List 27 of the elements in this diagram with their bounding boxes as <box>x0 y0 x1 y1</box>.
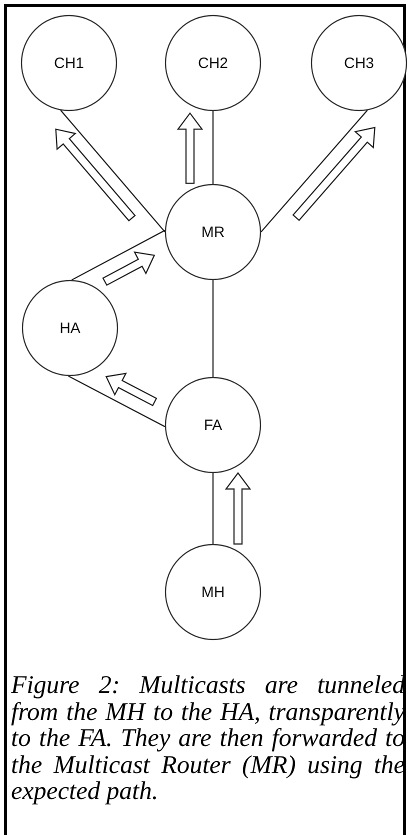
node-circle <box>165 15 261 111</box>
node-label: MH <box>201 584 225 600</box>
node-circle <box>165 544 261 640</box>
connector-line <box>212 280 214 377</box>
node-label: CH1 <box>54 54 84 72</box>
block-arrow <box>55 128 136 222</box>
node-label: MR <box>201 224 225 240</box>
block-arrow <box>176 112 204 184</box>
node-circle <box>22 280 118 376</box>
node-circle <box>165 377 261 473</box>
connector-line <box>212 111 214 184</box>
node-circle <box>165 184 261 280</box>
connector-line <box>68 375 166 428</box>
connector-line <box>71 230 166 281</box>
connector-line <box>212 473 214 544</box>
block-arrow <box>102 251 156 286</box>
connector-line <box>260 110 368 232</box>
node-label: CH2 <box>198 54 228 72</box>
block-arrow <box>105 372 158 406</box>
node-label: CH3 <box>344 54 374 72</box>
node-label: FA <box>204 416 222 434</box>
connector-line <box>60 110 166 232</box>
node-circle <box>311 15 407 111</box>
block-arrow <box>224 472 252 545</box>
node-circle <box>21 15 117 111</box>
node-label: HA <box>60 320 80 336</box>
block-arrow <box>292 126 376 222</box>
